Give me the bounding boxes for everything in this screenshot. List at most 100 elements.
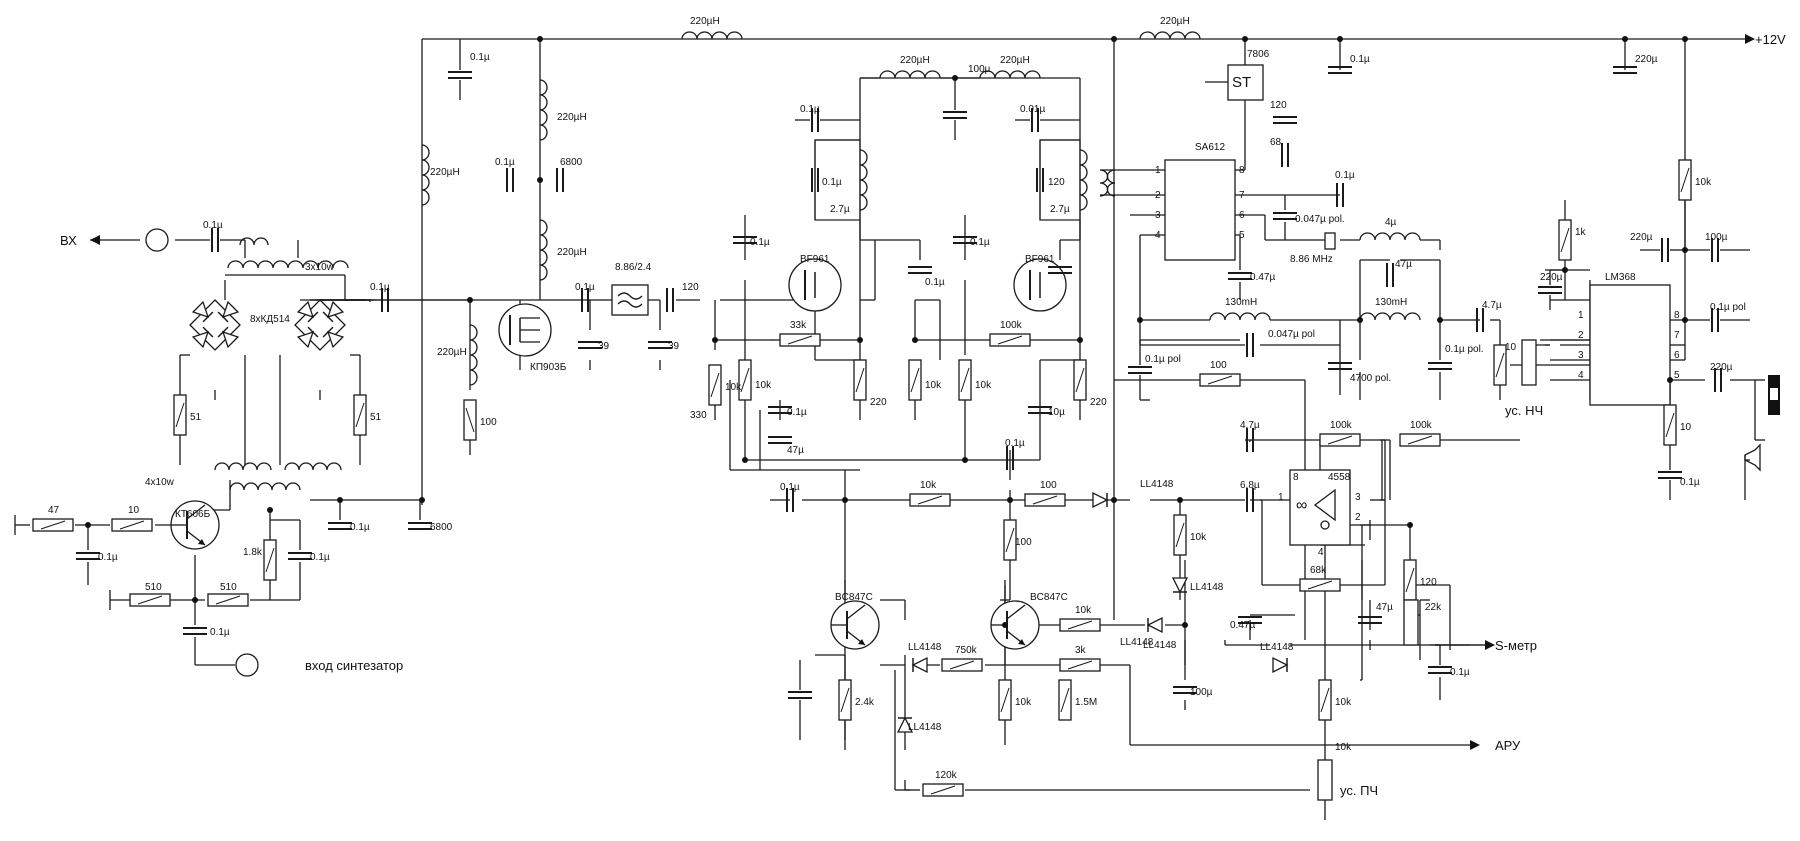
svg-text:0.1µ: 0.1µ xyxy=(1335,170,1355,181)
svg-text:8: 8 xyxy=(1674,310,1680,321)
label-if-gain: ус. ПЧ xyxy=(1340,783,1378,798)
diode-bridge-left xyxy=(189,299,241,351)
svg-text:0.1µ pol.: 0.1µ pol. xyxy=(1445,344,1484,355)
svg-text:5: 5 xyxy=(1674,370,1680,381)
svg-text:68: 68 xyxy=(1270,137,1282,148)
svg-text:0.1µ pol: 0.1µ pol xyxy=(1145,354,1181,365)
svg-text:0.1µ: 0.1µ xyxy=(495,157,515,168)
svg-text:1k: 1k xyxy=(1575,227,1587,238)
svg-text:220: 220 xyxy=(870,397,887,408)
svg-text:120: 120 xyxy=(1420,577,1437,588)
svg-text:47µ: 47µ xyxy=(1376,602,1393,613)
label-bc847-2: BC847C xyxy=(1030,592,1068,603)
svg-text:2: 2 xyxy=(1355,512,1361,523)
svg-text:10k: 10k xyxy=(920,480,937,491)
svg-text:100µ: 100µ xyxy=(1705,232,1728,243)
svg-text:1: 1 xyxy=(1278,492,1284,503)
smeter-pot xyxy=(1403,599,1419,646)
svg-text:220: 220 xyxy=(1090,397,1107,408)
svg-text:750k: 750k xyxy=(955,645,978,656)
svg-text:10k: 10k xyxy=(755,380,772,391)
transistor-kp903 xyxy=(498,303,552,357)
label-w2: 4х10w xyxy=(145,477,175,488)
svg-text:100k: 100k xyxy=(1410,420,1433,431)
svg-text:10: 10 xyxy=(1505,342,1517,353)
svg-text:3: 3 xyxy=(1355,492,1361,503)
svg-text:39: 39 xyxy=(598,341,610,352)
svg-text:0.1µ: 0.1µ xyxy=(370,282,390,293)
svg-text:3k: 3k xyxy=(1075,645,1087,656)
label-opamp: 4558 xyxy=(1328,472,1351,483)
svg-text:47µ: 47µ xyxy=(1395,259,1412,270)
svg-text:220µ: 220µ xyxy=(1710,362,1733,373)
svg-text:0.1µ: 0.1µ xyxy=(970,237,990,248)
input-connector xyxy=(145,228,169,252)
svg-text:220µH: 220µH xyxy=(557,112,587,123)
wires xyxy=(14,34,1765,820)
svg-text:51: 51 xyxy=(190,412,202,423)
svg-text:120: 120 xyxy=(1270,100,1287,111)
crystal xyxy=(1324,232,1336,250)
svg-text:0.1µ: 0.1µ xyxy=(203,220,223,231)
svg-text:5: 5 xyxy=(1239,230,1245,241)
label-smeter: S-метр xyxy=(1495,638,1537,653)
junctions xyxy=(85,36,1688,628)
svg-text:3: 3 xyxy=(1578,350,1584,361)
svg-text:100: 100 xyxy=(480,417,497,428)
svg-text:68k: 68k xyxy=(1310,565,1327,576)
label-w1: 3х10w xyxy=(305,262,335,273)
svg-text:10k: 10k xyxy=(925,380,942,391)
svg-text:LL4148: LL4148 xyxy=(908,722,942,733)
diode-bridge-right xyxy=(294,299,346,351)
svg-text:0.1µ: 0.1µ xyxy=(750,237,770,248)
label-diode-bridge: 8хКД514 xyxy=(250,314,290,325)
svg-text:22k: 22k xyxy=(1425,602,1442,613)
svg-text:510: 510 xyxy=(220,582,237,593)
svg-text:33k: 33k xyxy=(790,320,807,331)
mixer-sa612 xyxy=(1164,159,1236,261)
svg-text:120: 120 xyxy=(682,282,699,293)
label-kt606: КТ606Б xyxy=(175,509,211,520)
svg-text:100µ: 100µ xyxy=(968,64,991,75)
svg-text:220µH: 220µH xyxy=(1160,16,1190,27)
svg-text:100k: 100k xyxy=(1330,420,1353,431)
svg-text:130mH: 130mH xyxy=(1225,297,1257,308)
regulator-7806 xyxy=(1227,64,1264,101)
svg-text:4: 4 xyxy=(1155,230,1161,241)
svg-text:0.01µ: 0.01µ xyxy=(1020,104,1045,115)
lower-winding-left xyxy=(214,462,272,471)
svg-text:0.1µ: 0.1µ xyxy=(310,552,330,563)
svg-text:10: 10 xyxy=(1680,422,1692,433)
svg-text:7: 7 xyxy=(1239,190,1245,201)
svg-text:0.1µ: 0.1µ xyxy=(1450,667,1470,678)
svg-text:4.7µ: 4.7µ xyxy=(1482,300,1502,311)
audio-amp-lm368 xyxy=(1589,284,1671,406)
svg-text:∞: ∞ xyxy=(1296,497,1307,514)
svg-text:10µ: 10µ xyxy=(1048,407,1065,418)
resistor-51-left xyxy=(173,394,187,436)
svg-text:510: 510 xyxy=(145,582,162,593)
svg-text:220µ: 220µ xyxy=(1630,232,1653,243)
svg-text:220µH: 220µH xyxy=(900,55,930,66)
svg-text:120k: 120k xyxy=(935,770,958,781)
input-coupling-coil xyxy=(239,237,269,246)
svg-text:0.1µ pol: 0.1µ pol xyxy=(1710,302,1746,313)
svg-text:220µH: 220µH xyxy=(437,347,467,358)
svg-text:0.1µ: 0.1µ xyxy=(470,52,490,63)
svg-text:0.1µ: 0.1µ xyxy=(1005,438,1025,449)
svg-text:1.8k: 1.8k xyxy=(243,547,263,558)
svg-text:10k: 10k xyxy=(1015,697,1032,708)
svg-text:LL4148: LL4148 xyxy=(1260,642,1294,653)
svg-text:6: 6 xyxy=(1239,210,1245,221)
svg-text:130mH: 130mH xyxy=(1375,297,1407,308)
svg-text:6800: 6800 xyxy=(430,522,453,533)
svg-text:330: 330 xyxy=(690,410,707,421)
svg-text:0.1µ: 0.1µ xyxy=(98,552,118,563)
svg-text:0.1µ: 0.1µ xyxy=(925,277,945,288)
label-bf961-1: BF961 xyxy=(800,254,830,265)
crystal-filter xyxy=(611,284,649,316)
output-winding xyxy=(229,482,301,491)
synth-connector xyxy=(235,653,259,677)
svg-text:4µ: 4µ xyxy=(1385,217,1397,228)
